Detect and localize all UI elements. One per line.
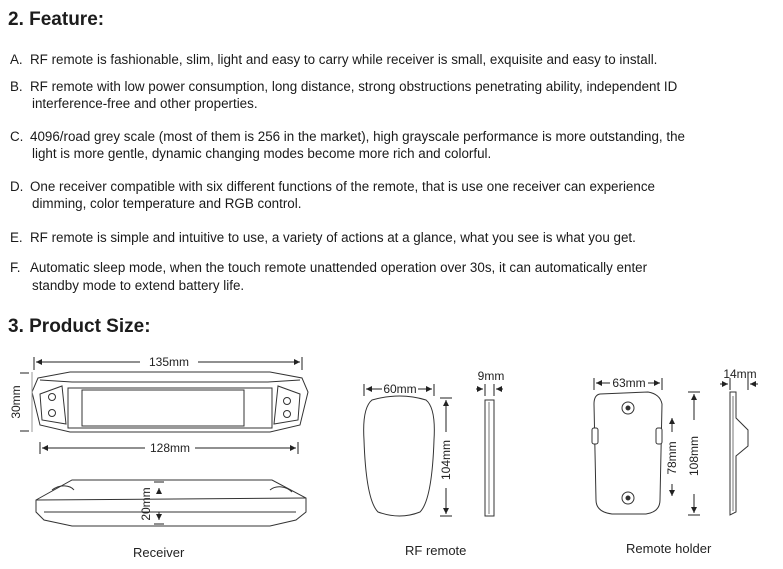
feature-text: Automatic sleep mode, when the touch rem… [30, 260, 648, 275]
feature-label: A. [10, 52, 23, 67]
rf-remote-front-view [363, 395, 435, 517]
receiver-caption: Receiver [133, 545, 185, 560]
holder-side-view [729, 391, 749, 516]
holder-width-dim: 63mm [593, 376, 663, 390]
feature-label: B. [10, 79, 23, 94]
receiver-depth-dim: 20mm [139, 481, 164, 525]
rf-remote-height-label: 104mm [439, 440, 453, 480]
feature-text: RF remote is simple and intuitive to use… [30, 230, 636, 245]
feature-text-cont: dimming, color temperature and RGB contr… [32, 196, 302, 211]
section-title-feature: 2. Feature: [8, 9, 105, 30]
rf-remote-thickness-dim: 9mm [476, 369, 504, 396]
feature-item-d: D. One receiver compatible with six diffe… [10, 178, 770, 195]
section-title-product-size: 3. Product Size: [8, 316, 151, 337]
feature-text: 4096/road grey scale (most of them is 25… [30, 129, 685, 144]
feature-item-a: A. RF remote is fashionable, slim, light … [10, 51, 770, 68]
holder-caption: Remote holder [626, 541, 712, 556]
feature-item-e: E. RF remote is simple and intuitive to u… [10, 229, 770, 246]
feature-text: RF remote with low power consumption, lo… [30, 79, 678, 94]
feature-label: F. [10, 260, 21, 275]
holder-thickness-dim: 14mm [720, 367, 758, 390]
holder-height-label: 108mm [687, 436, 701, 476]
feature-item-f: F. Automatic sleep mode, when the touch r… [10, 259, 770, 276]
holder-width-label: 63mm [612, 376, 645, 390]
feature-text: RF remote is fashionable, slim, light an… [30, 52, 658, 67]
receiver-side-view [35, 479, 307, 527]
rf-remote-width-label: 60mm [383, 382, 416, 396]
receiver-width-outer-label: 135mm [149, 355, 189, 369]
holder-front-view [591, 391, 663, 515]
rf-remote-side-view [484, 399, 495, 517]
feature-text-cont: interference-free and other properties. [32, 96, 258, 111]
holder-inner-height-label: 78mm [665, 441, 679, 474]
feature-text: One receiver compatible with six differe… [30, 179, 655, 194]
receiver-height-dim: 30mm [9, 372, 29, 432]
receiver-width-inner-label: 128mm [150, 441, 190, 455]
receiver-top-view [31, 371, 309, 433]
rf-remote-caption: RF remote [405, 543, 467, 558]
feature-label: D. [10, 179, 24, 194]
feature-label: C. [10, 129, 24, 144]
receiver-height-label: 30mm [9, 385, 23, 418]
receiver-depth-label: 20mm [139, 487, 153, 520]
holder-height-dim: 108mm [687, 391, 701, 516]
holder-thickness-label: 14mm [723, 367, 756, 381]
rf-remote-thickness-label: 9mm [478, 369, 505, 383]
feature-item-b: B. RF remote with low power consumption, … [10, 78, 770, 95]
receiver-width-inner-dim: 128mm [39, 441, 299, 455]
receiver-width-outer-dim: 135mm [33, 355, 303, 370]
rf-remote-width-dim: 60mm [363, 382, 435, 396]
rf-remote-height-dim: 104mm [439, 397, 453, 517]
feature-item-c: C. 4096/road grey scale (most of them is … [10, 128, 770, 145]
feature-text-cont: standby mode to extend battery life. [32, 278, 245, 293]
feature-text-cont: light is more gentle, dynamic changing m… [32, 146, 492, 161]
holder-inner-height-dim: 78mm [665, 418, 679, 496]
feature-label: E. [10, 230, 23, 245]
